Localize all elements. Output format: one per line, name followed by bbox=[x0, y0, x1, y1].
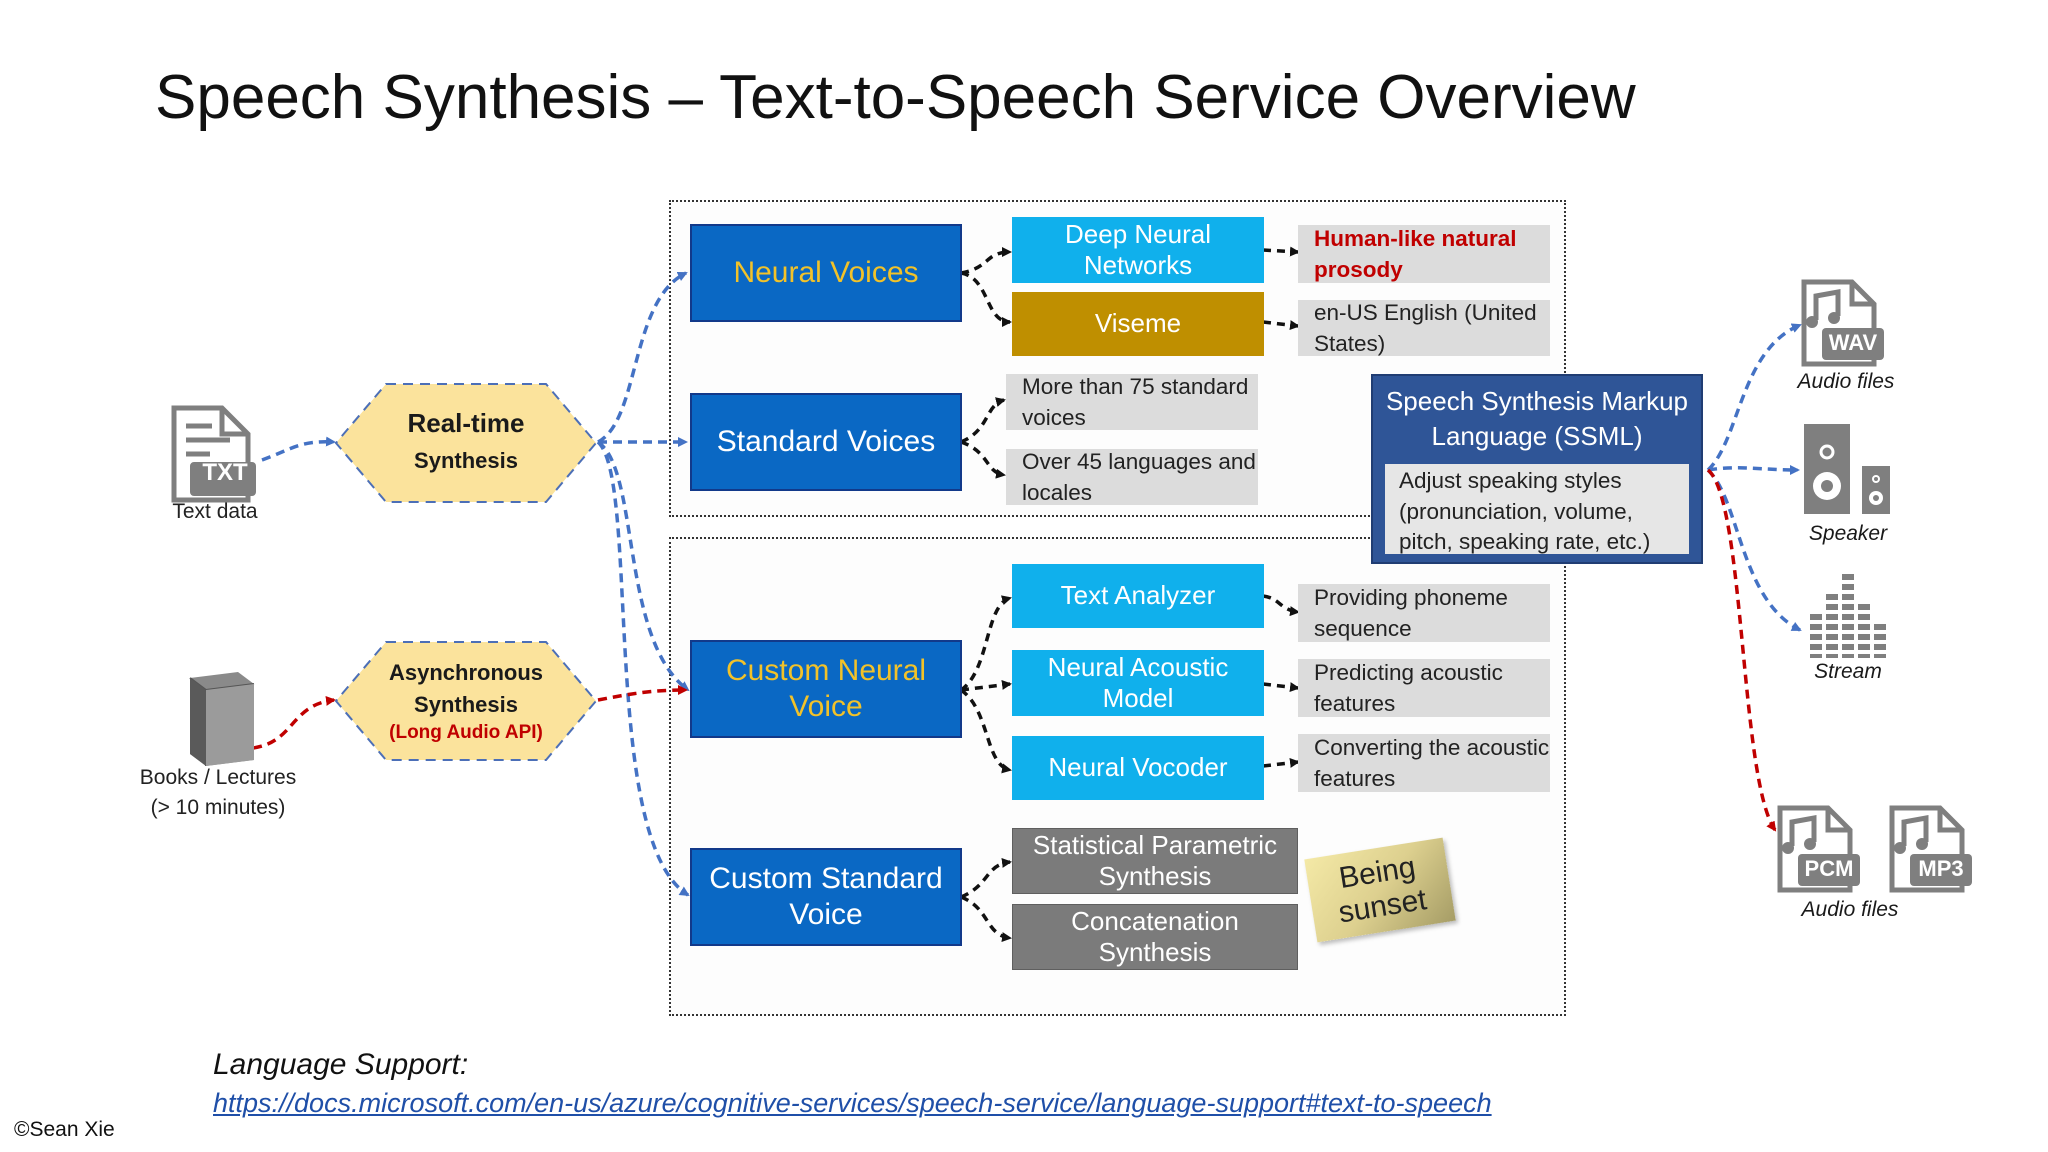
viseme-note: en-US English (United States) bbox=[1298, 300, 1550, 356]
async-line2: Synthesis bbox=[414, 692, 518, 717]
arrow-ssml-to-speaker bbox=[1707, 464, 1800, 475]
dnn-note: Human-like natural prosody bbox=[1298, 225, 1550, 283]
ssml-title: Speech Synthesis Markup Language (SSML) bbox=[1385, 386, 1689, 452]
arrow-realtime-to-custom-standard bbox=[596, 440, 690, 897]
neural-voices-box: Neural Voices bbox=[690, 224, 962, 322]
txt-badge: TXT bbox=[202, 459, 248, 486]
async-synthesis-hexagon bbox=[334, 641, 598, 761]
mp3-badge: MP3 bbox=[1918, 856, 1964, 881]
neural-vocoder-box: Neural Vocoder bbox=[1012, 736, 1264, 800]
copyright: ©Sean Xie bbox=[14, 1118, 115, 1141]
custom-neural-voice-box: Custom Neural Voice bbox=[690, 640, 962, 738]
pcm-mp3-caption: Audio files bbox=[1801, 898, 1899, 921]
arrow-text-to-realtime bbox=[261, 436, 336, 462]
concatenation-box: Concatenation Synthesis bbox=[1012, 904, 1298, 970]
text-data-label: Text data bbox=[172, 500, 258, 523]
wav-audio-file-icon bbox=[1801, 279, 1884, 367]
statistical-parametric-box: Statistical Parametric Synthesis bbox=[1012, 828, 1298, 894]
viseme-box: Viseme bbox=[1012, 292, 1264, 356]
standard-voices-box: Standard Voices bbox=[690, 393, 962, 491]
speaker-icon bbox=[1804, 424, 1890, 514]
pcm-audio-file-icon bbox=[1777, 805, 1860, 893]
books-label-line1: Books / Lectures bbox=[139, 766, 297, 789]
stream-caption: Stream bbox=[1814, 660, 1882, 683]
arrow-ssml-to-stream bbox=[1706, 468, 1802, 632]
language-support-link[interactable]: https://docs.microsoft.com/en-us/azure/c… bbox=[213, 1088, 1492, 1118]
language-support-label: Language Support: bbox=[213, 1048, 469, 1081]
speaker-caption: Speaker bbox=[1808, 522, 1888, 545]
async-line1: Asynchronous bbox=[388, 660, 544, 685]
pcm-badge: PCM bbox=[1804, 856, 1854, 881]
arrow-realtime-to-custom-neural bbox=[596, 440, 690, 692]
realtime-synthesis-hexagon bbox=[334, 383, 598, 503]
arrow-ssml-to-pcm bbox=[1706, 468, 1777, 832]
neural-acoustic-model-box: Neural Acoustic Model bbox=[1012, 650, 1264, 716]
custom-standard-voice-box: Custom Standard Voice bbox=[690, 848, 962, 946]
acoustic-model-note: Predicting acoustic features bbox=[1298, 659, 1550, 717]
arrow-books-to-async bbox=[252, 695, 336, 750]
standard-languages-note: Over 45 languages and locales bbox=[1006, 449, 1258, 505]
arrow-ssml-to-wav bbox=[1706, 323, 1802, 472]
text-analyzer-box: Text Analyzer bbox=[1012, 564, 1264, 628]
ssml-box: Speech Synthesis Markup Language (SSML) … bbox=[1371, 374, 1703, 564]
deep-neural-networks-box: Deep Neural Networks bbox=[1012, 217, 1264, 283]
wav-badge: WAV bbox=[1828, 330, 1878, 355]
mp3-audio-file-icon bbox=[1889, 805, 1972, 893]
ssml-description: Adjust speaking styles (pronunciation, v… bbox=[1385, 464, 1689, 554]
text-analyzer-note: Providing phoneme sequence bbox=[1298, 584, 1550, 642]
arrow-realtime-to-neural bbox=[597, 271, 688, 444]
async-line3: (Long Audio API) bbox=[389, 722, 543, 743]
books-label-line2: (> 10 minutes) bbox=[150, 796, 286, 819]
vocoder-note: Converting the acoustic features bbox=[1298, 734, 1550, 792]
book-icon bbox=[189, 672, 255, 766]
txt-file-icon bbox=[171, 405, 256, 503]
standard-voices-count-note: More than 75 standard voices bbox=[1006, 374, 1258, 430]
arrow-async-to-custom-neural bbox=[597, 685, 688, 702]
realtime-line1: Real-time bbox=[407, 408, 525, 438]
wav-caption: Audio files bbox=[1797, 370, 1895, 393]
page-title: Speech Synthesis – Text-to-Speech Servic… bbox=[155, 63, 1636, 132]
realtime-line2: Synthesis bbox=[414, 448, 518, 473]
stream-icon bbox=[1810, 574, 1886, 658]
